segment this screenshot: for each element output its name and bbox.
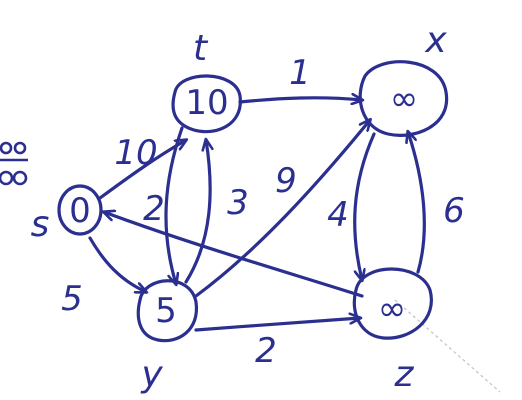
node-y: 5 xyxy=(136,279,199,343)
node-s-value: 0 xyxy=(69,191,91,231)
weight-t-x: 1 xyxy=(289,53,311,93)
node-y-value: 5 xyxy=(155,291,177,331)
node-x-value: ∞ xyxy=(390,79,418,119)
paper-crease xyxy=(394,299,501,393)
edge-y-z xyxy=(194,318,360,332)
edge-z-s xyxy=(104,212,364,298)
edge-t-x xyxy=(238,98,362,102)
label-s: s xyxy=(31,204,50,245)
edge-y-x xyxy=(194,120,370,298)
weight-y-x: 9 xyxy=(275,161,297,201)
weight-s-t: 10 xyxy=(114,133,157,173)
edge-s-y xyxy=(88,236,146,292)
label-y: y xyxy=(140,354,163,395)
weight-s-y: 5 xyxy=(61,279,83,319)
weight-t-y: 2 xyxy=(143,189,165,229)
edge-z-x xyxy=(408,132,426,274)
weight-y-z: 2 xyxy=(255,331,277,371)
node-t: 10 xyxy=(171,74,242,134)
weight-x-z: 4 xyxy=(327,195,349,235)
edge-t-y xyxy=(164,126,184,284)
margin-scribble xyxy=(0,141,28,186)
node-s: 0 xyxy=(57,184,103,236)
node-x: ∞ xyxy=(358,60,449,137)
weight-y-t: 3 xyxy=(227,183,249,223)
edge-x-z xyxy=(353,132,376,280)
node-z-value: ∞ xyxy=(378,289,406,329)
node-t-value: 10 xyxy=(185,83,228,123)
label-z: z xyxy=(394,354,415,395)
label-t: t xyxy=(193,28,209,69)
edge-y-t xyxy=(184,140,210,284)
node-z: ∞ xyxy=(352,267,433,340)
label-x: x xyxy=(424,20,447,61)
weight-z-x: 6 xyxy=(443,191,465,231)
